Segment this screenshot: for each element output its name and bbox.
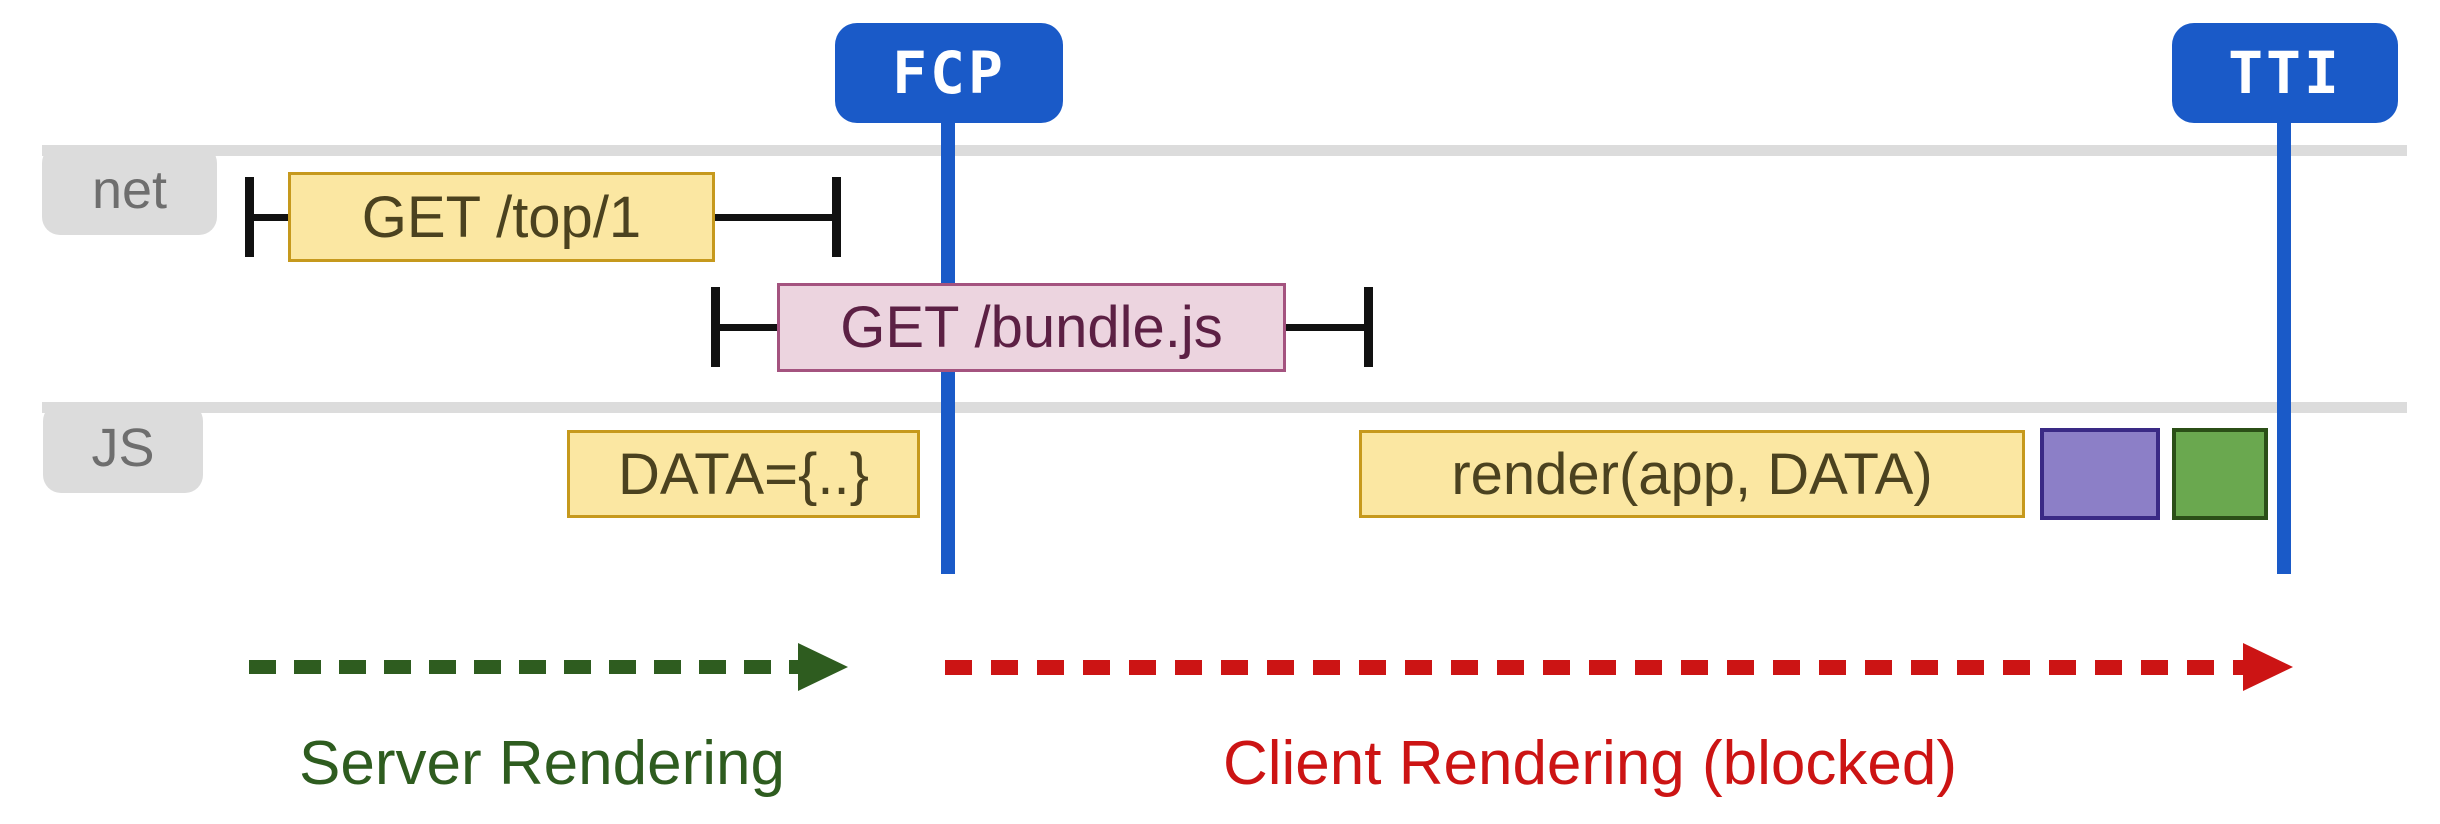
fcp-badge: FCP xyxy=(835,23,1063,123)
client-rendering-arrow-line xyxy=(945,660,2245,675)
get-bundle-request-box: GET /bundle.js xyxy=(777,283,1286,372)
js-lane-line xyxy=(42,402,2407,413)
purple-task-block xyxy=(2040,428,2160,520)
get-bundle-end-connector xyxy=(1286,324,1364,331)
green-task-block xyxy=(2172,428,2268,520)
tti-badge: TTI xyxy=(2172,23,2398,123)
get-bundle-request-label: GET /bundle.js xyxy=(840,295,1223,360)
get-top-start-connector xyxy=(254,214,288,221)
fcp-badge-label: FCP xyxy=(892,39,1006,107)
client-rendering-arrowhead-icon xyxy=(2243,643,2293,691)
get-bundle-end-tick xyxy=(1364,287,1373,367)
server-rendering-label: Server Rendering xyxy=(299,729,785,798)
server-rendering-arrow-line xyxy=(249,660,800,674)
render-task-label: render(app, DATA) xyxy=(1451,441,1933,507)
tti-metric-line xyxy=(2277,112,2291,574)
data-assign-task-label: DATA={..} xyxy=(618,441,869,507)
js-lane-tab: JS xyxy=(43,403,203,493)
data-assign-task-box: DATA={..} xyxy=(567,430,920,518)
net-lane-label: net xyxy=(91,160,168,220)
server-rendering-arrowhead-icon xyxy=(798,643,848,691)
client-rendering-label: Client Rendering (blocked) xyxy=(1222,729,1958,798)
js-lane-label: JS xyxy=(91,418,155,478)
get-top-start-tick xyxy=(245,177,254,257)
net-lane-line xyxy=(42,145,2407,156)
get-bundle-start-connector xyxy=(720,324,777,331)
get-top-request-box: GET /top/1 xyxy=(288,172,715,262)
tti-badge-label: TTI xyxy=(2228,39,2342,107)
render-task-box: render(app, DATA) xyxy=(1359,430,2025,518)
net-lane-tab: net xyxy=(42,145,217,235)
get-top-end-tick xyxy=(832,177,841,257)
get-top-request-label: GET /top/1 xyxy=(361,184,642,250)
get-top-end-connector xyxy=(715,214,832,221)
get-bundle-start-tick xyxy=(711,287,720,367)
